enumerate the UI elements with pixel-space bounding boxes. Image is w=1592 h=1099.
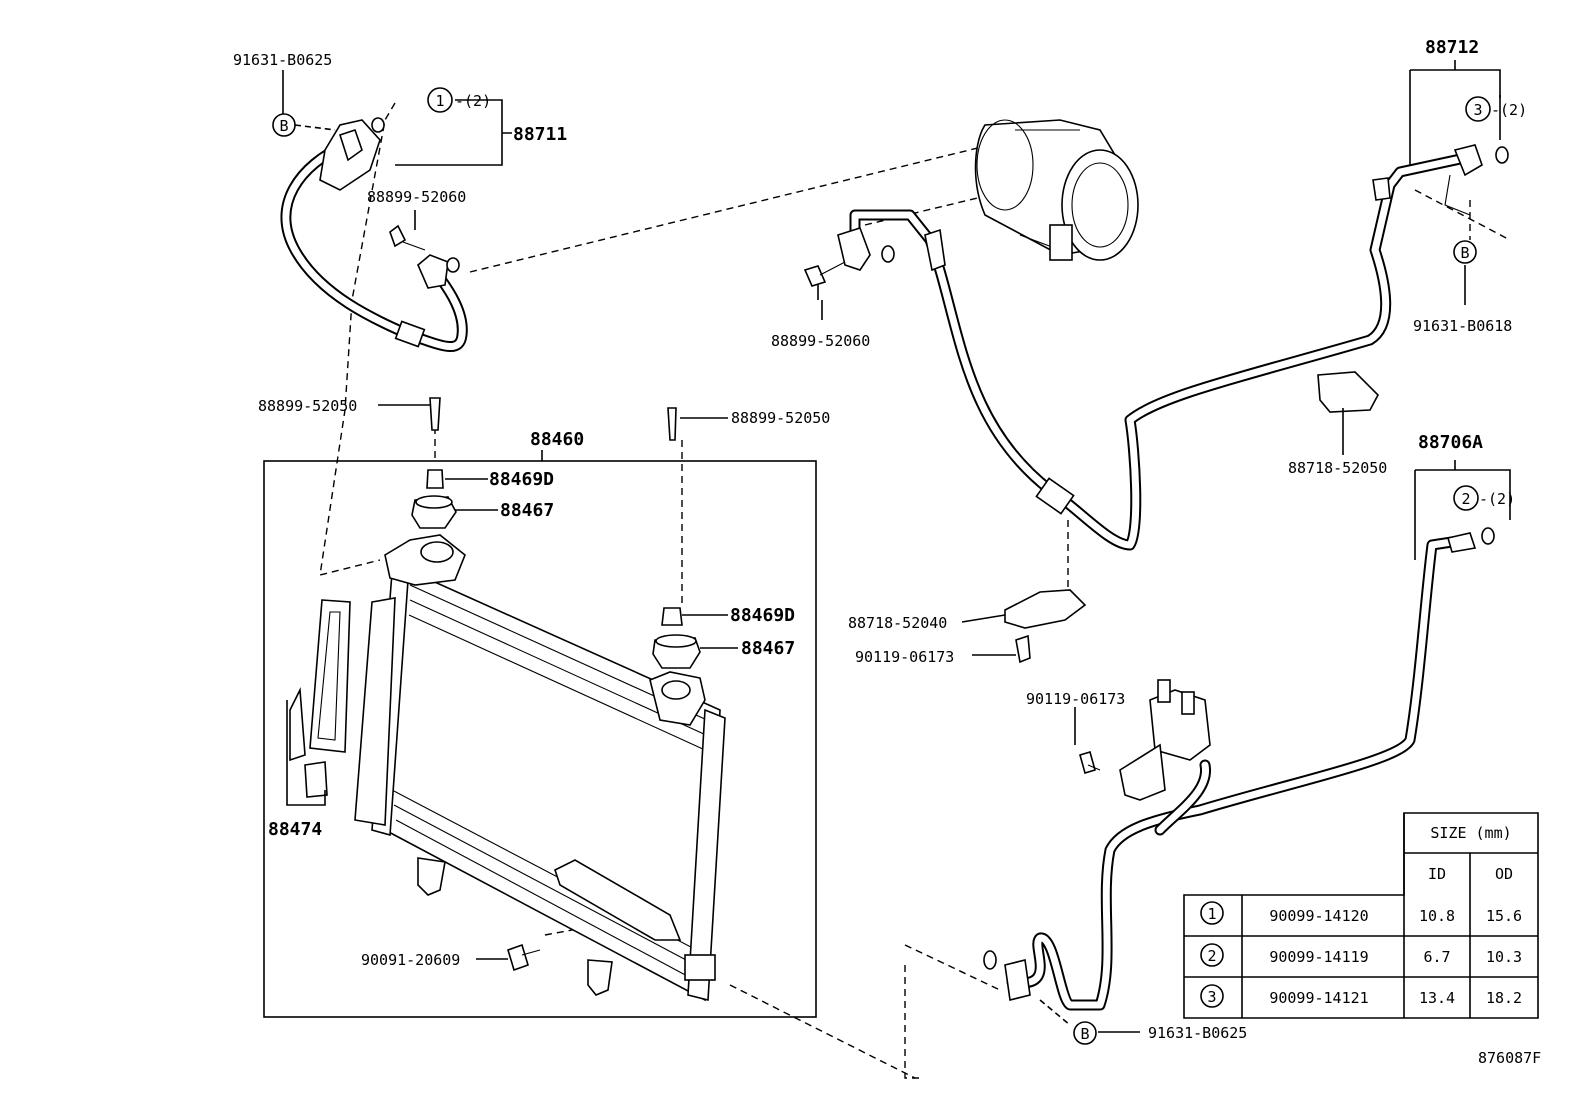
svg-text:2: 2 bbox=[1207, 947, 1216, 965]
svg-text:13.4: 13.4 bbox=[1419, 989, 1455, 1007]
clamp-88718-52040 bbox=[1004, 589, 1087, 629]
table-row: 3 90099-14121 13.4 18.2 bbox=[1200, 984, 1522, 1008]
o-ring-size-table: SIZE (mm) ID OD 1 90099-14120 10.8 15.6 … bbox=[1183, 812, 1539, 1019]
label-88706a: 88706A bbox=[1418, 432, 1483, 453]
table-row: 2 90099-14119 6.7 10.3 bbox=[1200, 943, 1522, 967]
svg-text:15.6: 15.6 bbox=[1486, 907, 1522, 925]
condenser-group-box bbox=[263, 460, 817, 1018]
label-88467-right: 88467 bbox=[741, 638, 795, 659]
callout-circle-3: 3 -(2) bbox=[1465, 96, 1527, 122]
svg-text:90099-14120: 90099-14120 bbox=[1269, 907, 1368, 925]
callout-circle-b-right: B bbox=[1453, 240, 1477, 264]
label-88467-top: 88467 bbox=[500, 500, 554, 521]
svg-text:-(2): -(2) bbox=[1479, 490, 1515, 508]
svg-text:-(2): -(2) bbox=[455, 92, 491, 110]
clamp-88718-52050 bbox=[1317, 371, 1379, 413]
label-90091-20609: 90091-20609 bbox=[361, 951, 460, 969]
assembly-guide-lines bbox=[319, 102, 1511, 1079]
hose-88711 bbox=[280, 117, 468, 353]
label-88899-52060-mid: 88899-52060 bbox=[771, 332, 870, 350]
compressor bbox=[974, 119, 1139, 261]
svg-text:1: 1 bbox=[1207, 905, 1216, 923]
svg-text:6.7: 6.7 bbox=[1423, 948, 1450, 966]
bolt-90119-06173-a bbox=[1015, 634, 1031, 664]
label-88899-52050-right: 88899-52050 bbox=[731, 409, 830, 427]
table-row: 1 90099-14120 10.8 15.6 bbox=[1200, 901, 1522, 925]
label-88718-52040: 88718-52040 bbox=[848, 614, 947, 632]
label-88469d-right: 88469D bbox=[730, 605, 795, 626]
svg-text:B: B bbox=[1080, 1025, 1089, 1043]
svg-text:90099-14121: 90099-14121 bbox=[1269, 989, 1368, 1007]
label-88469d-top: 88469D bbox=[489, 469, 554, 490]
table-col-od: OD bbox=[1495, 865, 1513, 883]
figure-code: 876087F bbox=[1478, 1049, 1541, 1067]
svg-text:18.2: 18.2 bbox=[1486, 989, 1522, 1007]
pipe-88712 bbox=[803, 144, 1509, 551]
svg-text:2: 2 bbox=[1461, 490, 1470, 508]
mounting-parts bbox=[304, 397, 701, 798]
svg-text:3: 3 bbox=[1207, 988, 1216, 1006]
label-88899-52050-left: 88899-52050 bbox=[258, 397, 357, 415]
condenser-88460 bbox=[263, 460, 817, 1018]
svg-text:10.3: 10.3 bbox=[1486, 948, 1522, 966]
svg-text:90099-14119: 90099-14119 bbox=[1269, 948, 1368, 966]
svg-text:B: B bbox=[279, 117, 288, 135]
callout-circle-2: 2 -(2) bbox=[1453, 485, 1515, 511]
svg-text:10.8: 10.8 bbox=[1419, 907, 1455, 925]
label-91631-b0618: 91631-B0618 bbox=[1413, 317, 1512, 335]
svg-text:3: 3 bbox=[1473, 101, 1482, 119]
label-90119-06173-a: 90119-06173 bbox=[855, 648, 954, 666]
svg-text:B: B bbox=[1460, 244, 1469, 262]
callout-circle-1: 1 -(2) bbox=[427, 87, 491, 113]
table-col-id: ID bbox=[1428, 865, 1446, 883]
label-88718-52050: 88718-52050 bbox=[1288, 459, 1387, 477]
label-91631-b0625-top: 91631-B0625 bbox=[233, 51, 332, 69]
label-88712: 88712 bbox=[1425, 37, 1479, 58]
svg-text:-(2): -(2) bbox=[1491, 101, 1527, 119]
label-88460: 88460 bbox=[530, 429, 584, 450]
pipe-88706a bbox=[983, 527, 1495, 1011]
label-88711: 88711 bbox=[513, 124, 567, 145]
label-88474: 88474 bbox=[268, 819, 322, 840]
label-91631-b0625-bottom: 91631-B0625 bbox=[1148, 1024, 1247, 1042]
svg-text:1: 1 bbox=[435, 92, 444, 110]
label-90119-06173-b: 90119-06173 bbox=[1026, 690, 1125, 708]
callout-circle-b-top: B bbox=[272, 113, 296, 137]
label-88899-52060-left: 88899-52060 bbox=[367, 188, 466, 206]
callout-circle-b-bottom: B bbox=[1073, 1021, 1097, 1045]
leader-lines bbox=[282, 60, 1511, 1033]
table-header-size: SIZE (mm) bbox=[1430, 824, 1511, 842]
